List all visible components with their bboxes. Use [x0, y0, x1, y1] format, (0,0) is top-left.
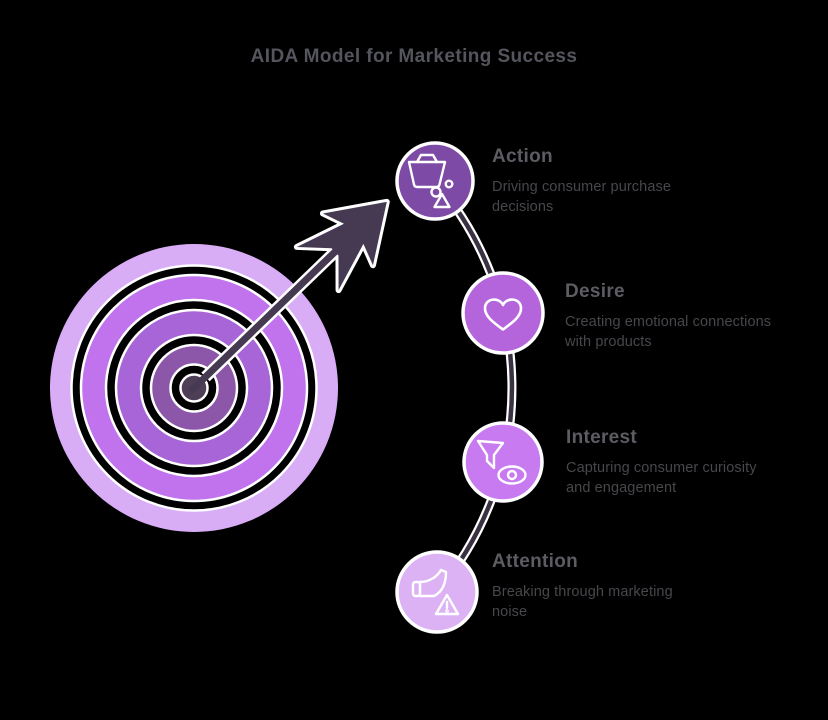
stage-description-desire: Creating emotional connections with prod… — [565, 314, 772, 350]
stage-circle-interest — [462, 421, 544, 503]
connector-curve — [431, 178, 517, 595]
page-title: AIDA Model for Marketing Success — [250, 46, 578, 67]
connector-outline — [431, 178, 517, 595]
stage-circle-action — [395, 141, 475, 221]
stage-circle-attention — [395, 550, 479, 634]
funnel-icon — [476, 439, 505, 470]
arrow — [189, 198, 390, 393]
stage-title-action: Action — [492, 146, 553, 167]
stage-description-attention: Breaking through marketing noise — [492, 584, 673, 620]
stage-description-interest: Capturing consumer curiosity and engagem… — [566, 460, 757, 496]
warning-triangle-icon — [434, 593, 460, 616]
interest-circle — [462, 421, 544, 503]
stage-circle-desire — [461, 271, 545, 355]
stage-attention-text: Attention Breaking through marketing noi… — [492, 551, 700, 622]
eye-icon — [497, 465, 527, 485]
stage-interest-text: Interest Capturing consumer curiosity an… — [566, 427, 774, 498]
funnel-eye-icon — [476, 439, 527, 485]
arrow-fletching — [296, 201, 387, 291]
megaphone-warning-icon — [411, 568, 460, 616]
attention-circle — [395, 550, 479, 634]
megaphone-icon — [411, 568, 448, 598]
arrow-shaft — [189, 241, 346, 393]
desire-circle — [461, 271, 545, 355]
stage-desire-text: Desire Creating emotional connections wi… — [565, 281, 773, 352]
shopping-basket-icon — [407, 153, 454, 209]
heart-icon — [483, 298, 523, 331]
connector-line — [433, 179, 515, 594]
stage-title-interest: Interest — [566, 427, 638, 448]
stage-description-action: Driving consumer purchase decisions — [492, 179, 671, 215]
stage-title-attention: Attention — [492, 551, 579, 572]
stage-action-text: Action Driving consumer purchase decisio… — [492, 146, 700, 217]
stage-title-desire: Desire — [565, 281, 625, 302]
